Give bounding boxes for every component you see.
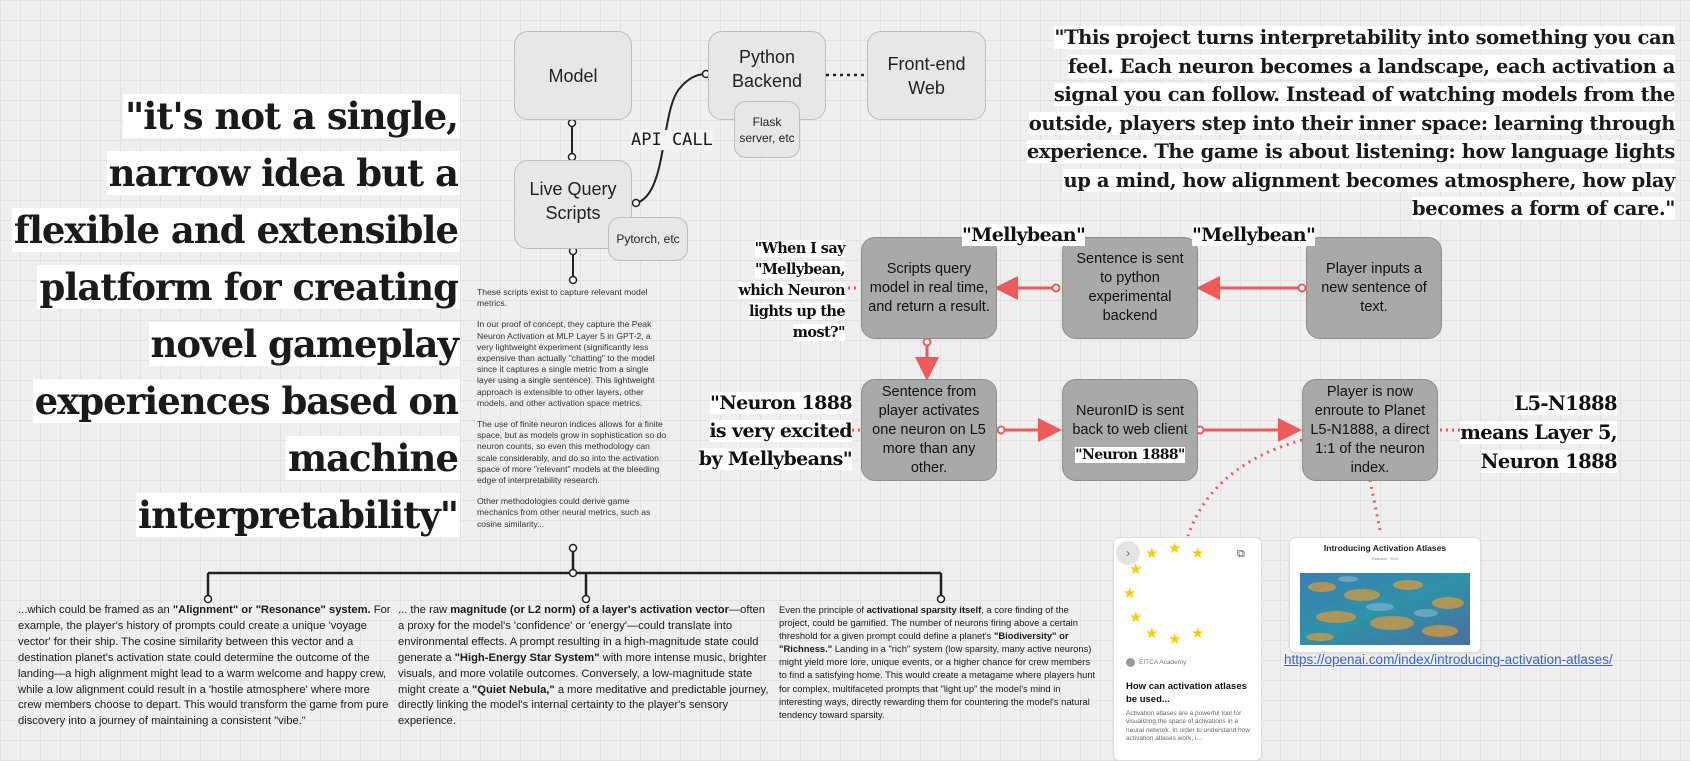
scripts-note-4: Other methodologies could derive game me… xyxy=(477,496,651,529)
sparsity-paragraph: Even the principle of activational spars… xyxy=(779,604,1096,720)
card-title: How can activation atlases be used... xyxy=(1126,681,1247,705)
svg-text:★: ★ xyxy=(1123,584,1136,602)
alignment-paragraph: ...which could be framed as an "Alignmen… xyxy=(18,604,391,728)
scripts-note-2: In our proof of concept, they capture th… xyxy=(477,319,655,408)
flask-note: Flask server, etc xyxy=(734,101,800,158)
svg-text:★: ★ xyxy=(1145,544,1158,562)
scripts-note-3: The use of finite neuron indices allows … xyxy=(477,419,667,486)
svg-text:★: ★ xyxy=(1168,539,1181,557)
eu-flag-image: ★★★ ★★★ ★★★ xyxy=(1114,538,1261,656)
magnitude-paragraph: ... the raw magnitude (or L2 norm) of a … xyxy=(398,604,769,728)
mellybean-label-1: "Mellybean" xyxy=(962,224,1086,246)
activation-atlases-link[interactable]: https://openai.com/index/introducing-act… xyxy=(1284,652,1613,667)
svg-text:★: ★ xyxy=(1168,630,1181,648)
api-call-wire xyxy=(635,73,707,204)
sentence-activates-node[interactable]: Sentence from player activates one neuro… xyxy=(861,379,997,481)
svg-text:★: ★ xyxy=(1129,608,1142,626)
scripts-note-1: These scripts exist to capture relevant … xyxy=(477,287,648,309)
model-node[interactable]: Model xyxy=(514,31,632,120)
eu-stars-icon: ★★★ ★★★ ★★★ xyxy=(1123,539,1204,648)
api-call-label: API CALL xyxy=(631,130,713,150)
source-favicon-icon xyxy=(1126,658,1135,667)
atlas-card-title: Introducing Activation Atlases xyxy=(1323,543,1447,553)
svg-text:★: ★ xyxy=(1145,624,1158,642)
activation-atlases-card[interactable]: Introducing Activation Atlases Research … xyxy=(1289,537,1481,653)
scripts-query-node[interactable]: Scripts query model in real time, and re… xyxy=(861,237,997,339)
scripts-explanation: These scripts exist to capture relevant … xyxy=(477,287,669,540)
neuron-1888-tag: "Neuron 1888" xyxy=(1075,446,1185,463)
svg-text:★: ★ xyxy=(1129,560,1142,578)
left-pull-quote: "it's not a single, narrow idea but a fl… xyxy=(11,94,460,537)
pytorch-note: Pytorch, etc xyxy=(608,217,688,261)
atlas-card-subtitle: Research · 2019 xyxy=(1372,557,1398,561)
top-right-quote: "This project turns interpretability int… xyxy=(1026,26,1675,220)
card-prev-button[interactable]: › xyxy=(1116,541,1140,565)
card-source: EITCA Academy xyxy=(1126,658,1186,667)
l5-meaning-label: L5-N1888 means Layer 5, Neuron 1888 xyxy=(1460,392,1618,473)
mellybean-label-2: "Mellybean" xyxy=(1192,224,1316,246)
chevron-right-icon: › xyxy=(1126,546,1130,560)
svg-text:★: ★ xyxy=(1191,624,1204,642)
player-enroute-node[interactable]: Player is now enroute to Planet L5-N1888… xyxy=(1302,379,1438,481)
player-inputs-node[interactable]: Player inputs a new sentence of text. xyxy=(1306,237,1442,339)
activation-atlas-image xyxy=(1300,573,1470,645)
neuronid-sent-node[interactable]: NeuronID is sent back to web client "Neu… xyxy=(1062,379,1198,481)
neuron-excited-quote: "Neuron 1888 is very excited by Mellybea… xyxy=(698,392,853,470)
eitca-card[interactable]: ★★★ ★★★ ★★★ › ⧉ EITCA Academy How can ac… xyxy=(1113,537,1262,761)
open-external-icon[interactable]: ⧉ xyxy=(1237,548,1245,560)
svg-text:★: ★ xyxy=(1191,544,1204,562)
frontend-web-node[interactable]: Front-end Web xyxy=(867,31,986,120)
card-description: Activation atlases are a powerful tool f… xyxy=(1126,710,1250,743)
when-i-say-quote: "When I say "Mellybean, which Neuron lig… xyxy=(738,240,846,341)
sentence-sent-node[interactable]: Sentence is sent to python experimental … xyxy=(1062,237,1198,339)
